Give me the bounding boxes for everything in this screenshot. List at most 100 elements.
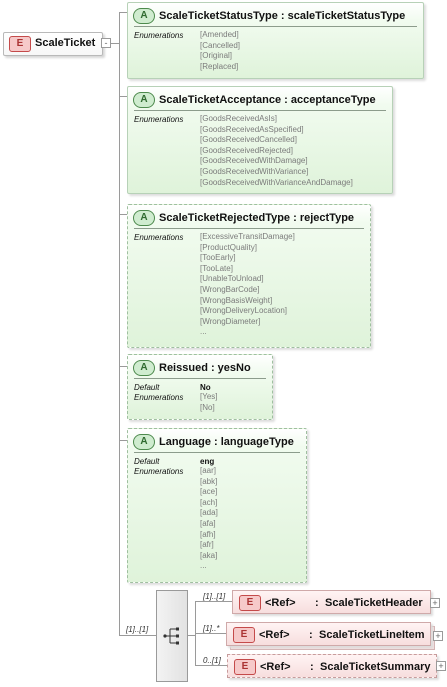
ref-label: <Ref>: [259, 629, 290, 641]
attribute-box[interactable]: A Reissued : yesNo Default No Enumeratio…: [127, 354, 273, 420]
enumeration-value: [GoodsReceivedWithDamage]: [200, 156, 308, 166]
enumeration-value: [ada]: [200, 508, 218, 518]
default-label: Default: [134, 457, 160, 466]
expand-icon[interactable]: +: [436, 661, 446, 671]
attribute-title: Language : languageType: [159, 436, 294, 448]
root-connector: [111, 43, 119, 44]
root-element-name: ScaleTicket: [35, 37, 96, 49]
enumeration-value: [aar]: [200, 466, 217, 475]
enumeration-value: [abk]: [200, 476, 218, 486]
attribute-icon: A: [133, 92, 155, 108]
attribute-icon: A: [133, 210, 155, 226]
enumeration-value: [TooLate]: [200, 263, 233, 273]
enumeration-list: [GoodsReceivedAsIs] [GoodsReceivedAsSpec…: [200, 114, 353, 188]
root-element-box[interactable]: E ScaleTicket: [3, 32, 103, 56]
divider: [134, 378, 266, 379]
default-value: eng: [200, 457, 215, 466]
enumeration-value: [UnableToUnload]: [200, 274, 264, 284]
attribute-trunk-line: [119, 12, 120, 635]
attribute-icon: A: [133, 434, 155, 450]
element-icon: E: [233, 627, 255, 643]
enumerations-label: Enumerations: [134, 393, 184, 402]
divider: [134, 452, 300, 453]
attr-branch-5: [119, 440, 127, 441]
enumeration-value: [WrongDiameter]: [200, 316, 261, 326]
ref-label: <Ref>: [260, 661, 291, 673]
expand-icon[interactable]: +: [430, 598, 440, 608]
enumeration-value: [WrongBasisWeight]: [200, 295, 273, 305]
enumerations-label: Enumerations: [134, 115, 184, 124]
enumeration-value: [WrongBarCode]: [200, 284, 260, 294]
child-branch-3: [195, 665, 227, 666]
attribute-title: ScaleTicketStatusType : scaleTicketStatu…: [159, 10, 406, 22]
enumerations-label: Enumerations: [134, 31, 184, 40]
enumeration-value: [Amended]: [200, 30, 239, 39]
default-value: No: [200, 383, 211, 392]
attribute-title: ScaleTicketRejectedType : rejectType: [159, 212, 355, 224]
ref-element-name: ScaleTicketHeader: [325, 597, 423, 609]
enumeration-value: [GoodsReceivedCancelled]: [200, 135, 297, 145]
enumerations-label: Enumerations: [134, 467, 184, 476]
enumeration-value: [Yes]: [200, 392, 218, 401]
enumeration-value: [No]: [200, 402, 215, 412]
element-icon: E: [9, 36, 31, 52]
attr-branch-1: [119, 12, 127, 13]
sequence-connector: [119, 635, 156, 636]
attribute-box[interactable]: A ScaleTicketRejectedType : rejectType E…: [127, 204, 371, 348]
child-branch-2: [195, 633, 226, 634]
enumeration-value: [aka]: [200, 550, 218, 560]
enumeration-value: [Cancelled]: [200, 40, 241, 50]
enumeration-value: [GoodsReceivedAsIs]: [200, 114, 277, 123]
child-occurrence: [1]..[1]: [203, 592, 226, 601]
attribute-title: ScaleTicketAcceptance : acceptanceType: [159, 94, 376, 106]
element-icon: E: [239, 595, 261, 611]
enumeration-list: [ExcessiveTransitDamage] [ProductQuality…: [200, 232, 295, 338]
attribute-box[interactable]: A Language : languageType Default eng En…: [127, 428, 307, 583]
enumeration-value: [Replaced]: [200, 61, 239, 71]
divider: [134, 26, 417, 27]
default-label: Default: [134, 383, 160, 392]
enumeration-value: ...: [200, 561, 207, 571]
child-occurrence: 0..[1]: [203, 656, 221, 665]
enumeration-list: [Amended] [Cancelled] [Original] [Replac…: [200, 30, 240, 72]
ref-element-box[interactable]: E <Ref> : ScaleTicketSummary: [227, 654, 437, 678]
collapse-icon[interactable]: -: [101, 38, 111, 48]
element-icon: E: [234, 659, 256, 675]
ref-element-box[interactable]: E <Ref> : ScaleTicketHeader: [232, 590, 431, 614]
ref-element-box[interactable]: E <Ref> : ScaleTicketLineItem: [226, 622, 431, 646]
enumeration-value: [GoodsReceivedAsSpecified]: [200, 124, 304, 134]
sequence-occurrence: [1]..[1]: [126, 625, 149, 634]
sequence-compositor[interactable]: [156, 590, 188, 682]
attribute-icon: A: [133, 8, 155, 24]
divider: [134, 110, 386, 111]
ref-separator: :: [310, 661, 314, 673]
expand-icon[interactable]: +: [433, 631, 443, 641]
enumeration-list: [Yes] [No]: [200, 392, 218, 413]
ref-element-name: ScaleTicketLineItem: [319, 629, 425, 641]
enumeration-value: [afh]: [200, 529, 216, 539]
attribute-box[interactable]: A ScaleTicketStatusType : scaleTicketSta…: [127, 2, 424, 79]
attr-branch-4: [119, 366, 127, 367]
child-branch-1: [195, 601, 232, 602]
enumeration-value: [GoodsReceivedWithVariance]: [200, 166, 309, 176]
enumeration-value: [afa]: [200, 518, 216, 528]
enumeration-value: [WrongDeliveryLocation]: [200, 306, 288, 316]
attr-branch-3: [119, 214, 127, 215]
enumeration-value: [Original]: [200, 51, 233, 61]
enumeration-value: [TooEarly]: [200, 253, 236, 263]
attribute-icon: A: [133, 360, 155, 376]
enumeration-value: [afr]: [200, 540, 214, 550]
enumeration-value: ...: [200, 327, 207, 337]
attribute-box[interactable]: A ScaleTicketAcceptance : acceptanceType…: [127, 86, 393, 194]
enumeration-value: [ach]: [200, 497, 218, 507]
ref-separator: :: [309, 629, 313, 641]
ref-label: <Ref>: [265, 597, 296, 609]
ref-element-name: ScaleTicketSummary: [320, 661, 431, 673]
enumeration-value: [ace]: [200, 487, 218, 497]
attr-branch-2: [119, 96, 127, 97]
enumeration-list: [aar] [abk] [ace] [ach] [ada] [afa] [afh…: [200, 466, 218, 572]
sequence-out-connector: [186, 635, 195, 636]
enumeration-value: [GoodsReceivedWithVarianceAndDamage]: [200, 177, 353, 187]
enumeration-value: [ExcessiveTransitDamage]: [200, 232, 295, 241]
child-occurrence: [1]..*: [203, 624, 220, 633]
